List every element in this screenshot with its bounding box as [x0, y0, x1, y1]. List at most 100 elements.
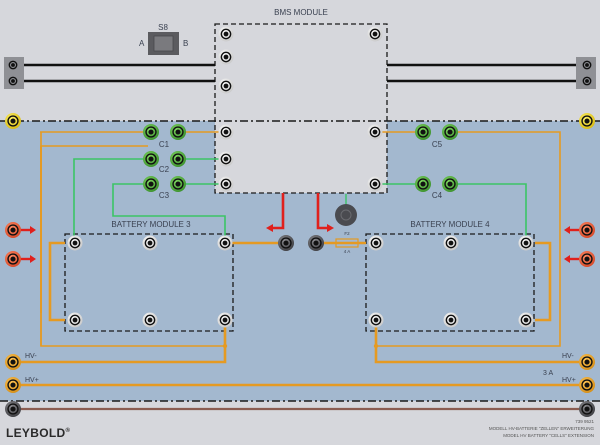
- module4-socket-bl[interactable]: [368, 312, 384, 328]
- module3-socket-tl[interactable]: [67, 235, 83, 251]
- wire-hv-minus-left: [16, 320, 227, 364]
- model-info: 739 9521 MODELL HV-BATTERIE "ZELLEN" ERW…: [489, 419, 594, 439]
- wire-hv-module3-link: [48, 241, 65, 322]
- module3-socket-bm[interactable]: [142, 312, 158, 328]
- socket-hole: [523, 240, 529, 246]
- socket-ring: [8, 60, 18, 70]
- module3-socket-br[interactable]: [217, 312, 233, 328]
- capacitor-c1-socket-b[interactable]: [170, 124, 186, 140]
- socket-hole: [11, 63, 15, 67]
- capacitor-c4-socket-b[interactable]: [442, 176, 458, 192]
- bms-push-button[interactable]: [335, 204, 357, 226]
- capacitor-c2-socket-b[interactable]: [170, 151, 186, 167]
- hv-plus-left-socket[interactable]: [5, 377, 21, 393]
- socket-ring: [520, 237, 532, 249]
- capacitor-label-c5: C5: [431, 140, 443, 149]
- arrow-head: [30, 255, 36, 263]
- module3-socket-tm[interactable]: [142, 235, 158, 251]
- bms-socket-c5[interactable]: [367, 124, 383, 140]
- switch-s8-rocker[interactable]: [153, 35, 174, 52]
- brand-mark: ®: [65, 428, 71, 434]
- hv-minus-left-socket[interactable]: [5, 354, 21, 370]
- capacitor-c4-socket-a[interactable]: [415, 176, 431, 192]
- socket-red-right-2[interactable]: [579, 251, 595, 267]
- socket-ring: [220, 28, 232, 40]
- hv-plus-right-socket[interactable]: [579, 377, 595, 393]
- module3-socket-bl[interactable]: [67, 312, 83, 328]
- can-socket-right-1[interactable]: [582, 60, 592, 70]
- socket-hole: [372, 31, 378, 37]
- capacitor-c1-socket-a[interactable]: [143, 124, 159, 140]
- battery-module-3-box: [64, 233, 234, 332]
- bms-output-socket-2[interactable]: [308, 235, 324, 251]
- module4-socket-tm[interactable]: [443, 235, 459, 251]
- bms-socket-top-right[interactable]: [367, 26, 383, 42]
- socket-ring: [310, 237, 322, 249]
- socket-red-left-1[interactable]: [5, 222, 21, 238]
- socket-hole: [448, 240, 454, 246]
- module4-socket-tr[interactable]: [518, 235, 534, 251]
- socket-hole: [10, 382, 16, 388]
- capacitor-c5-socket-b[interactable]: [442, 124, 458, 140]
- battery-module-4-label: BATTERY MODULE 4: [410, 220, 490, 229]
- socket-ring: [581, 403, 593, 415]
- bms-socket-c1[interactable]: [218, 124, 234, 140]
- bms-socket-left-3[interactable]: [218, 78, 234, 94]
- socket-ring: [444, 126, 456, 138]
- socket-hole: [148, 181, 154, 187]
- module4-socket-br[interactable]: [518, 312, 534, 328]
- capacitor-c5-socket-a[interactable]: [415, 124, 431, 140]
- socket-red-right-1[interactable]: [579, 222, 595, 238]
- socket-hole: [420, 181, 426, 187]
- wire-green-c2-module3: [73, 158, 148, 243]
- socket-ring: [69, 314, 81, 326]
- ground-socket-left[interactable]: [5, 401, 21, 417]
- bms-socket-left-2[interactable]: [218, 49, 234, 65]
- socket-ring: [520, 314, 532, 326]
- bms-socket-c2[interactable]: [218, 151, 234, 167]
- module4-socket-bm[interactable]: [443, 312, 459, 328]
- switch-s8-label: S8: [158, 23, 168, 32]
- bms-socket-c4[interactable]: [367, 176, 383, 192]
- socket-ring: [7, 253, 19, 265]
- model-name-de: MODELL HV-BATTERIE "ZELLEN" ERWEITERUNG: [488, 425, 594, 431]
- can-socket-right-2[interactable]: [582, 76, 592, 86]
- module3-socket-tr[interactable]: [217, 235, 233, 251]
- bms-output-socket-1[interactable]: [278, 235, 294, 251]
- battery-module-3-label: BATTERY MODULE 3: [111, 220, 191, 229]
- socket-ring: [172, 178, 184, 190]
- can-socket-left-1[interactable]: [8, 60, 18, 70]
- socket-yellow-left[interactable]: [5, 113, 21, 129]
- arrow-head: [564, 226, 570, 234]
- hv-plus-left-label: HV+: [25, 377, 39, 384]
- socket-ring: [581, 379, 593, 391]
- socket-hole: [148, 156, 154, 162]
- capacitor-c3-socket-b[interactable]: [170, 176, 186, 192]
- socket-hole: [584, 406, 590, 412]
- socket-hole: [420, 129, 426, 135]
- socket-hole: [585, 63, 589, 67]
- socket-yellow-right[interactable]: [579, 113, 595, 129]
- socket-hole: [175, 129, 181, 135]
- socket-red-left-2[interactable]: [5, 251, 21, 267]
- capacitor-c3-socket-a[interactable]: [143, 176, 159, 192]
- arrow-head: [564, 255, 570, 263]
- socket-ring: [369, 126, 381, 138]
- socket-hole: [10, 227, 16, 233]
- socket-hole: [447, 181, 453, 187]
- socket-ring: [280, 237, 292, 249]
- socket-hole: [148, 129, 154, 135]
- socket-hole: [222, 240, 228, 246]
- module4-socket-tl[interactable]: [368, 235, 384, 251]
- ground-socket-right[interactable]: [579, 401, 595, 417]
- hv-minus-right-socket[interactable]: [579, 354, 595, 370]
- wire-hv-module4-link: [535, 241, 552, 322]
- socket-ring: [144, 237, 156, 249]
- capacitor-c2-socket-a[interactable]: [143, 151, 159, 167]
- bms-socket-top-left[interactable]: [218, 26, 234, 42]
- bms-socket-c3[interactable]: [218, 176, 234, 192]
- bms-module-box: [214, 23, 388, 194]
- socket-ring: [581, 224, 593, 236]
- can-socket-left-2[interactable]: [8, 76, 18, 86]
- fuse-name-label: F2: [344, 231, 350, 236]
